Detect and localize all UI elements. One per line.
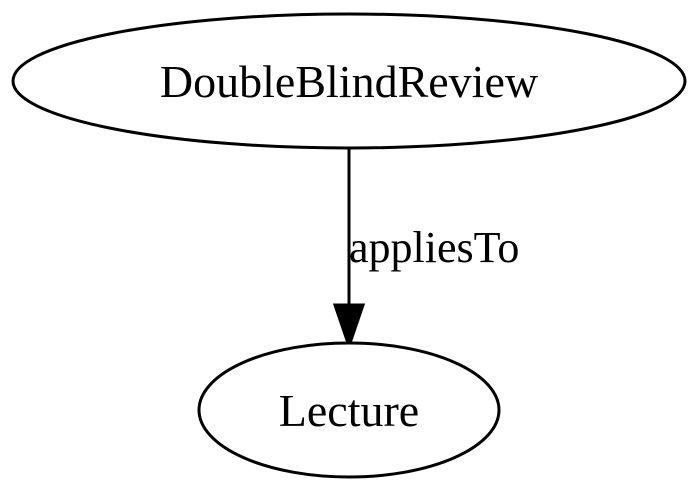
node-lecture-label: Lecture	[279, 385, 419, 436]
node-lecture-shape	[197, 341, 501, 479]
edge-applies-to-label: appliesTo	[349, 223, 519, 272]
edge-applies-to: appliesTo	[332, 148, 519, 351]
node-double-blind-review: DoubleBlindReview	[11, 12, 687, 150]
edge-applies-to-arrowhead	[332, 303, 366, 351]
node-double-blind-review-label: DoubleBlindReview	[160, 56, 539, 107]
node-lecture: Lecture	[197, 341, 501, 479]
